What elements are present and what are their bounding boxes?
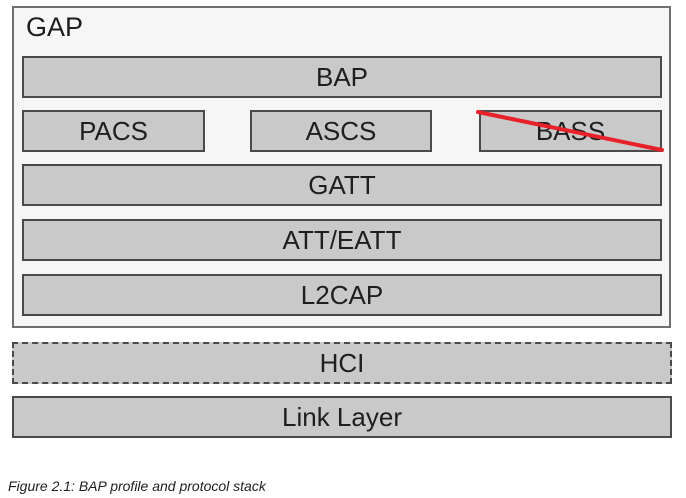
att-eatt-layer: ATT/EATT [22, 219, 662, 261]
bap-layer: BAP [22, 56, 662, 98]
link-layer: Link Layer [12, 396, 672, 438]
l2cap-layer: L2CAP [22, 274, 662, 316]
pacs-box: PACS [22, 110, 205, 152]
ascs-box: ASCS [250, 110, 432, 152]
gatt-layer: GATT [22, 164, 662, 206]
figure-caption: Figure 2.1: BAP profile and protocol sta… [8, 478, 266, 494]
hci-layer: HCI [12, 342, 672, 384]
bass-box: BASS [479, 110, 662, 152]
gap-label: GAP [26, 12, 84, 42]
